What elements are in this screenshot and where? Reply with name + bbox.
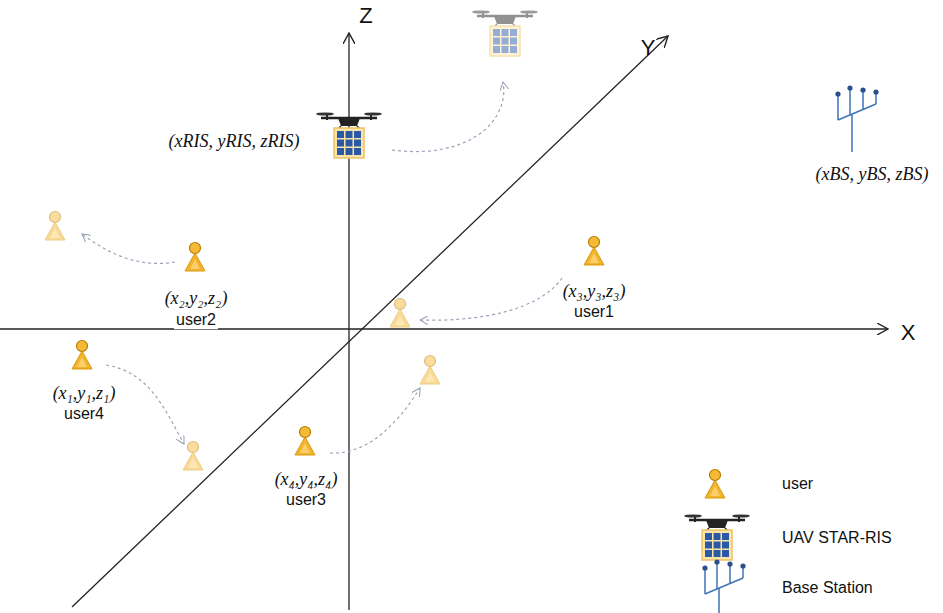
y-axis: [72, 36, 668, 607]
base-station: [835, 85, 878, 152]
user-label: user4: [62, 405, 106, 423]
uav-star-ris: [316, 112, 382, 158]
legend-swatch: [702, 559, 745, 613]
axis-label: Y: [639, 36, 658, 60]
user-label: user2: [174, 311, 218, 329]
user-label: user1: [572, 303, 616, 321]
coordinate-label: (x₂,y₂,z₂): [163, 289, 230, 309]
legend-text: UAV STAR-RIS: [782, 529, 892, 547]
legend-text: Base Station: [782, 579, 873, 597]
legend-swatch: [684, 514, 750, 560]
legend-swatch: [705, 470, 725, 499]
axis-label: Z: [357, 4, 374, 28]
coordinate-label: (xBS, yBS, zBS): [814, 165, 931, 185]
coordinate-label: (x₄,y₄,z₄): [273, 470, 340, 490]
user-icon: [72, 341, 92, 370]
coordinate-label: (x₁,y₁,z₁): [51, 384, 118, 404]
user-icon: [185, 243, 205, 272]
x-axis: [0, 328, 888, 329]
user-icon: [584, 237, 604, 266]
coordinate-label: (x₃,y₃,z₃): [561, 282, 628, 302]
user-icon: [295, 427, 315, 456]
axis-label: X: [899, 321, 918, 345]
legend-text: user: [782, 475, 813, 493]
movement-paths: [82, 82, 562, 453]
coordinate-label: (xRIS, yRIS, zRIS): [167, 132, 302, 152]
user-label: user3: [284, 491, 328, 509]
future-positions: [45, 10, 538, 470]
